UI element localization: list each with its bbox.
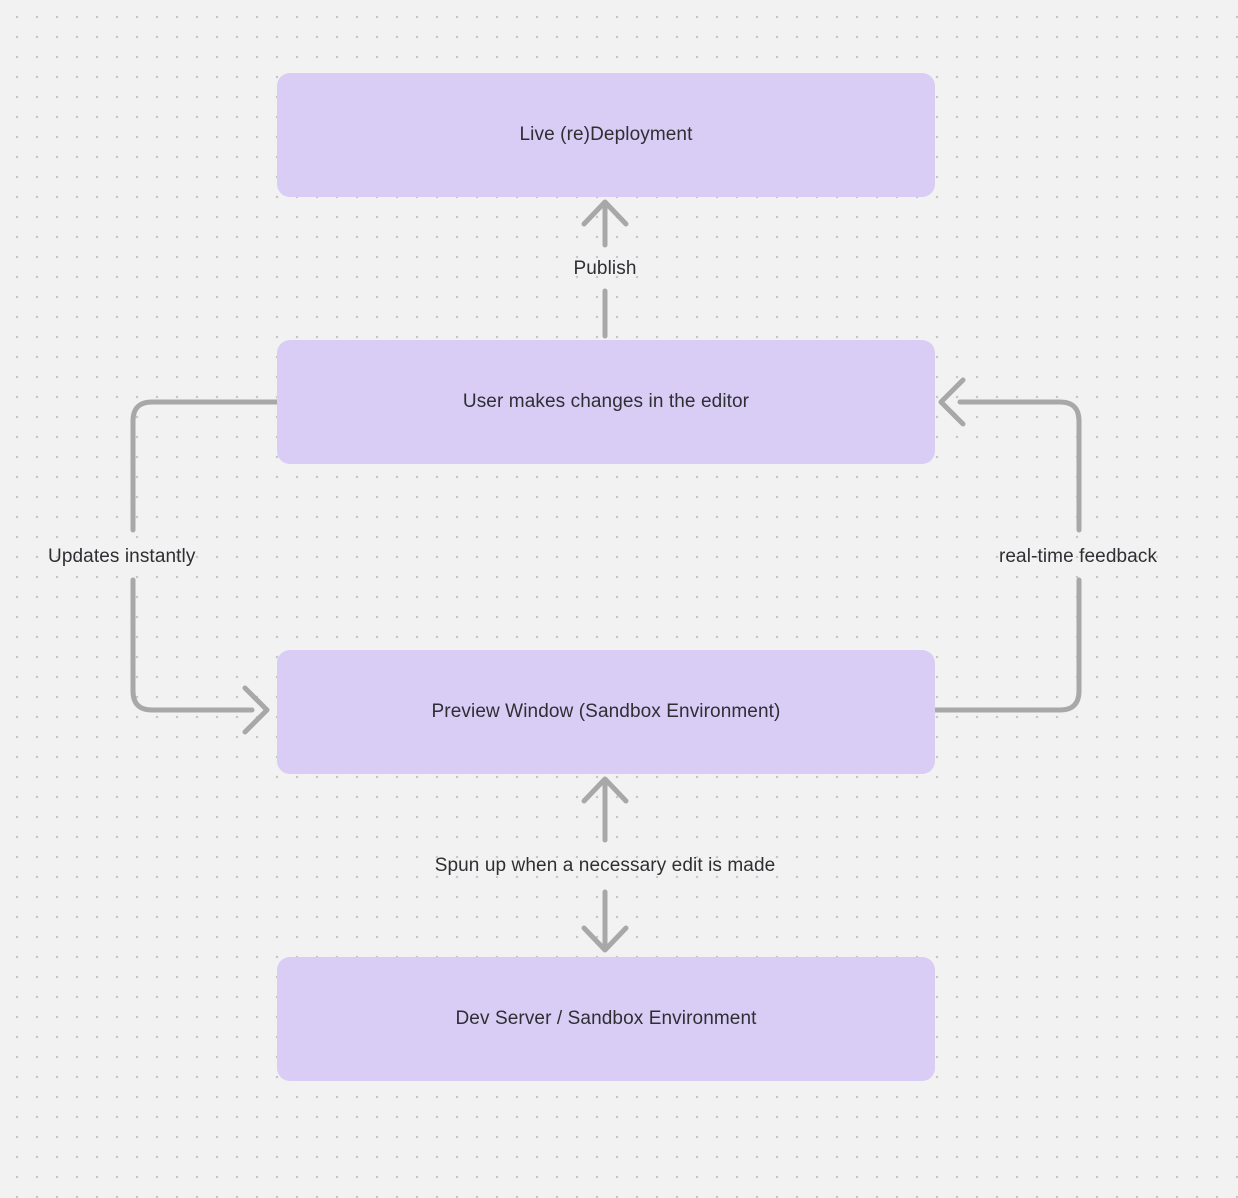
node-dev-server[interactable]: Dev Server / Sandbox Environment — [277, 957, 935, 1081]
node-live-redeployment-label: Live (re)Deployment — [519, 124, 693, 145]
edge-label-publish[interactable]: Publish — [573, 258, 637, 279]
edge-updates-instantly-arrow[interactable] — [130, 399, 280, 735]
edge-label-updates-instantly[interactable]: Updates instantly — [48, 546, 196, 567]
node-live-redeployment[interactable]: Live (re)Deployment — [277, 73, 935, 197]
edge-spun-up-arrow[interactable] — [581, 776, 629, 953]
node-preview-window[interactable]: Preview Window (Sandbox Environment) — [277, 650, 935, 774]
edge-label-realtime-feedback[interactable]: real-time feedback — [998, 546, 1158, 567]
edge-realtime-feedback-arrow[interactable] — [932, 377, 1082, 713]
edge-label-spun-up[interactable]: Spun up when a necessary edit is made — [434, 855, 776, 876]
node-preview-window-label: Preview Window (Sandbox Environment) — [431, 701, 781, 722]
node-user-editor[interactable]: User makes changes in the editor — [277, 340, 935, 464]
node-user-editor-label: User makes changes in the editor — [462, 391, 750, 412]
edge-publish-arrow[interactable] — [581, 199, 629, 339]
node-dev-server-label: Dev Server / Sandbox Environment — [455, 1008, 757, 1029]
